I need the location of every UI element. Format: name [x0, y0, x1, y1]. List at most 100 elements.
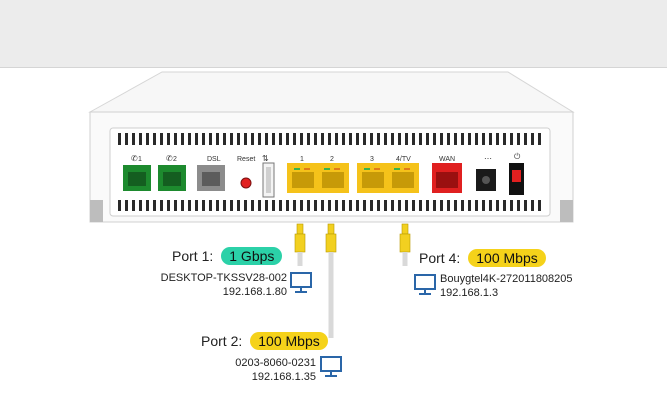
vent-slot [300, 200, 303, 211]
vent-slot [223, 200, 226, 211]
vent-slot [118, 200, 121, 211]
vent-slot [433, 133, 436, 145]
eth3-label: 3 [370, 156, 374, 163]
vent-slot [426, 200, 429, 211]
vent-slot [496, 133, 499, 145]
vent-slot [363, 200, 366, 211]
vent-slot [188, 200, 191, 211]
usb-slot [266, 167, 271, 193]
vent-slot [412, 133, 415, 145]
wan-label: WAN [439, 156, 455, 163]
dsl-socket [202, 172, 220, 186]
vent-slot [335, 133, 338, 145]
vent-slot [216, 133, 219, 145]
vent-slot [503, 133, 506, 145]
vent-slot [405, 200, 408, 211]
vent-slot [251, 133, 254, 145]
vent-slot [132, 200, 135, 211]
vent-slot [398, 200, 401, 211]
port1-device-ip: 192.168.1.80 [222, 286, 287, 298]
vent-slot [125, 133, 128, 145]
eth4-led [404, 168, 410, 170]
router-foot-right [560, 200, 573, 222]
vent-slot [433, 200, 436, 211]
vent-slot [153, 200, 156, 211]
vent-slot [132, 133, 135, 145]
vent-slot [531, 200, 534, 211]
eth3-port[interactable] [362, 172, 384, 188]
vent-slot [538, 133, 541, 145]
vent-slot [188, 133, 191, 145]
eth3-led [364, 168, 370, 170]
port4-device-ip: 192.168.1.3 [440, 287, 499, 299]
eth4-port[interactable] [392, 172, 414, 188]
vent-slot [335, 200, 338, 211]
vent-slot [363, 133, 366, 145]
vent-slot [328, 200, 331, 211]
vent-slot [272, 133, 275, 145]
port1-status: Port 1:1 Gbps [172, 247, 283, 265]
vent-slot [321, 200, 324, 211]
port1-cable-plug [296, 223, 304, 235]
vent-slot [160, 133, 163, 145]
vent-slot [440, 200, 443, 211]
reset-button[interactable] [240, 177, 252, 189]
vent-slot [440, 133, 443, 145]
vent-slot [377, 200, 380, 211]
vent-slot [209, 200, 212, 211]
vent-slot [279, 200, 282, 211]
vent-slot [391, 133, 394, 145]
vent-slot [307, 133, 310, 145]
vent-slot [538, 200, 541, 211]
vent-slot [195, 133, 198, 145]
vent-slot [447, 200, 450, 211]
vent-slot [468, 200, 471, 211]
computer-monitor-icon[interactable] [289, 271, 313, 295]
port1-device-name: DESKTOP-TKSSV28-002 [160, 272, 287, 284]
vent-slot [447, 133, 450, 145]
computer-monitor-icon[interactable] [413, 273, 437, 297]
dsl-label: DSL [207, 156, 221, 163]
port2-device-info: 0203-8060-0231 192.168.1.35 [186, 356, 316, 384]
vent-slot [461, 133, 464, 145]
eth1-led [304, 168, 310, 170]
vent-slot [237, 200, 240, 211]
vent-slot [258, 133, 261, 145]
vent-slot [265, 133, 268, 145]
vent-slot [524, 200, 527, 211]
vent-slot [370, 133, 373, 145]
vent-slot [139, 133, 142, 145]
eth3-led [374, 168, 380, 170]
vent-slot [300, 133, 303, 145]
eth1-port[interactable] [292, 172, 314, 188]
vent-slot [482, 133, 485, 145]
phone-icon: ✆ [131, 154, 138, 163]
vent-slots-top [118, 133, 541, 145]
vent-slot [272, 200, 275, 211]
vent-slot [118, 133, 121, 145]
port1-device-info: DESKTOP-TKSSV28-002 192.168.1.80 [147, 271, 287, 299]
computer-monitor-icon[interactable] [319, 355, 343, 379]
vent-slot [482, 200, 485, 211]
vent-slot [475, 200, 478, 211]
vent-slot [244, 133, 247, 145]
port1-label: Port 1: [172, 248, 214, 264]
vent-slot [216, 200, 219, 211]
vent-slot [307, 200, 310, 211]
vent-slot [209, 133, 212, 145]
eth1-label: 1 [300, 156, 304, 163]
port2-device-name: 0203-8060-0231 [235, 357, 316, 369]
eth2-led [334, 168, 340, 170]
vent-slot [202, 133, 205, 145]
eth2-label: 2 [330, 156, 334, 163]
vent-slot [517, 200, 520, 211]
vent-slot [195, 200, 198, 211]
vent-slot [139, 200, 142, 211]
port2-cable-head [325, 233, 337, 253]
usb-icon: ⇅ [262, 154, 269, 163]
eth2-port[interactable] [322, 172, 344, 188]
vent-slot [125, 200, 128, 211]
vent-slot [454, 200, 457, 211]
vent-slot [223, 133, 226, 145]
port2-speed-badge: 100 Mbps [250, 332, 328, 350]
